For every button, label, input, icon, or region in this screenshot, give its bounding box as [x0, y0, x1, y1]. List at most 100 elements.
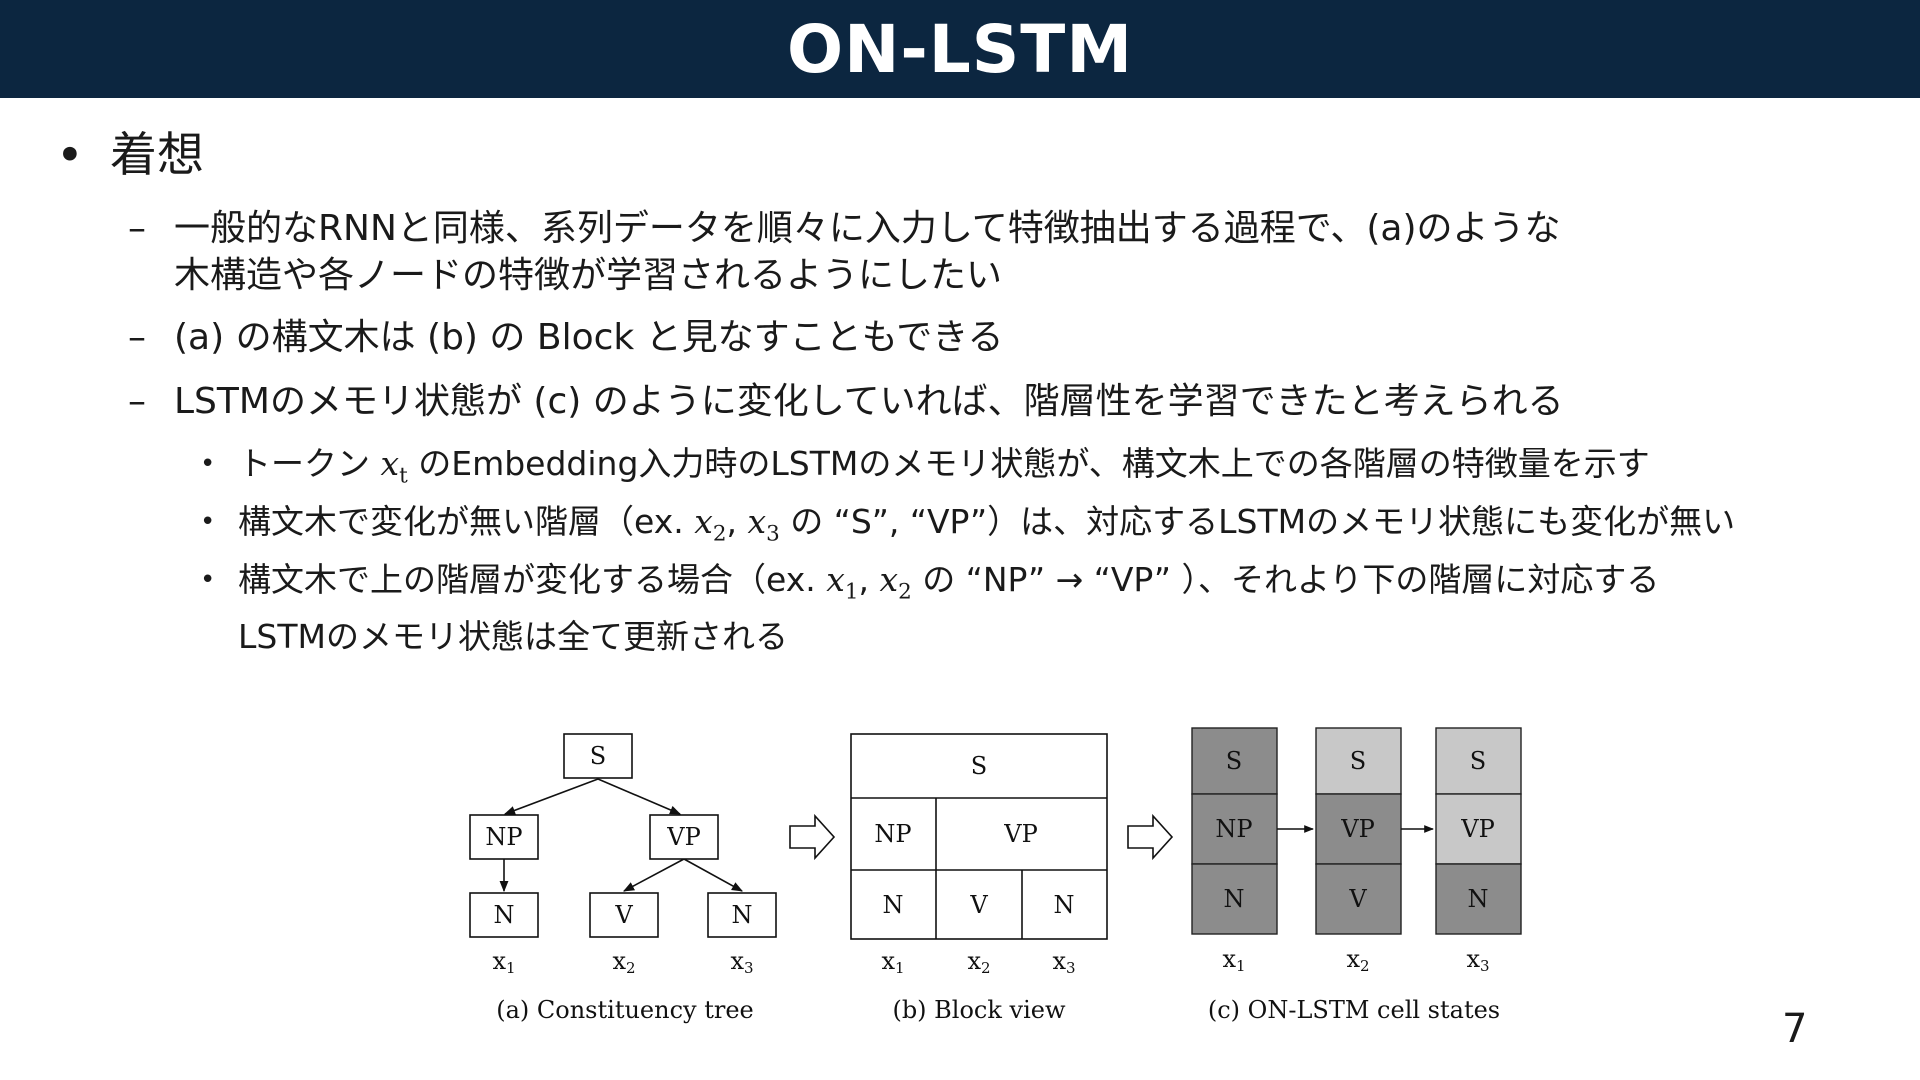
- x-subscript: 1: [506, 959, 516, 977]
- var-letter: x: [694, 502, 713, 541]
- hollow-arrow-icon: [1127, 813, 1174, 861]
- block-x1: x1: [881, 947, 904, 977]
- text-part: 構文木で変化が無い階層（ex.: [238, 502, 695, 541]
- block-labels: S NP VP N V N x1 x2 x3 (b) Block view: [874, 752, 1075, 1024]
- cell-1-n: [1191, 863, 1278, 935]
- sub-item-2-text: 構文木で変化が無い階層（ex. x2, x3 の “S”, “VP”）は、対応す…: [238, 500, 1735, 557]
- sub-bullet-marker: •: [200, 449, 216, 479]
- block-label-np: NP: [874, 820, 911, 848]
- dash-item-3-text: LSTMのメモリ状態が (c) のように変化していれば、階層性を学習できたと考え…: [174, 381, 1564, 422]
- text-part: ,: [858, 560, 880, 599]
- constituency-tree: [469, 733, 777, 938]
- dash-marker: –: [128, 381, 146, 422]
- edge-vp-v: [623, 858, 685, 892]
- sub-item-3-line2: LSTMのメモリ状態は全て更新される: [238, 616, 788, 656]
- bullet-heading: 着想: [110, 128, 204, 183]
- bullet-marker: •: [56, 128, 84, 183]
- text-part: ,: [726, 502, 748, 541]
- dash-item-1-line2: 木構造や各ノードの特徴が学習されるようにしたい: [174, 255, 1003, 296]
- caption-b: (b) Block view: [892, 996, 1066, 1024]
- tree-label-n2: N: [732, 901, 753, 929]
- sub-item-3: • 構文木で上の階層が変化する場合（ex. x1, x 2 の “NP” → “V…: [200, 558, 1910, 659]
- var-letter: x: [380, 444, 400, 483]
- x-letter: x: [1052, 947, 1066, 975]
- block-label-vp: VP: [1003, 820, 1037, 848]
- cell-label: S: [1470, 747, 1486, 775]
- text-part: の “S”, “VP”）は、対応するLSTMのメモリ状態にも変化が無い: [779, 502, 1736, 541]
- block-label-n2: N: [1054, 891, 1075, 919]
- cell-label: S: [1226, 747, 1242, 775]
- cell-states: [1191, 727, 1522, 935]
- text-part: トークン: [238, 444, 381, 483]
- cell-3-n: [1435, 863, 1522, 935]
- cell-label: NP: [1215, 815, 1252, 843]
- math-var: xt: [380, 444, 408, 489]
- dash-marker: –: [128, 208, 146, 249]
- x-letter: x: [1222, 945, 1236, 973]
- tree-node-np: [469, 814, 539, 860]
- sub-item-3-text: 構文木で上の階層が変化する場合（ex. x1, x 2 の “NP” → “VP”…: [238, 558, 1659, 659]
- cell-2-s: [1315, 727, 1402, 795]
- tree-label-n1: N: [494, 901, 515, 929]
- x-subscript: 2: [981, 959, 991, 977]
- tree-x3: x3: [730, 947, 753, 977]
- text-part: のEmbedding入力時のLSTMのメモリ状態が、構文木上での各階層の特徴量を…: [407, 444, 1650, 483]
- math-var: x1: [826, 560, 858, 605]
- tree-node-s: [563, 733, 633, 779]
- cell-label: N: [1224, 885, 1245, 913]
- var-subscript: 3: [766, 521, 780, 547]
- cell-labels: S NP N S VP V S VP N x1 x2 x3 (c) ON-LST…: [1208, 747, 1500, 1024]
- cell-3-s: [1435, 727, 1522, 795]
- block-label-s: S: [971, 752, 987, 780]
- sub-item-1: • トークン xt のEmbedding入力時のLSTMのメモリ状態が、構文木上…: [200, 442, 1910, 499]
- x-subscript: 2: [1360, 957, 1370, 975]
- cell-1-s: [1191, 727, 1278, 795]
- text-part: の “NP” → “VP” ）、それより下の階層に対応する: [911, 560, 1660, 599]
- var-subscript: t: [399, 463, 408, 489]
- var-letter: x: [826, 560, 845, 599]
- var-letter: x: [747, 502, 767, 541]
- tree-node-v: [589, 892, 659, 938]
- caption-a: (a) Constituency tree: [496, 996, 753, 1024]
- tree-labels: S NP VP N V N x1 x2 x3 (a) Constituency …: [485, 742, 753, 1024]
- x-subscript: 2: [626, 959, 636, 977]
- tree-x2: x2: [612, 947, 635, 977]
- x-letter: x: [1346, 945, 1360, 973]
- cell-label: S: [1350, 747, 1366, 775]
- x-subscript: 1: [895, 959, 905, 977]
- edge-s-vp: [597, 778, 682, 815]
- block-frame: [850, 733, 1108, 940]
- cell-x3: x3: [1466, 945, 1489, 975]
- cell-label: VP: [1340, 815, 1374, 843]
- var-subscript: 2: [898, 579, 912, 605]
- edge-s-np: [503, 778, 599, 815]
- text-part: 構文木で上の階層が変化する場合（ex.: [238, 560, 827, 599]
- dash-marker: –: [128, 317, 146, 358]
- math-var: x3: [747, 502, 779, 547]
- dash-item-2: – (a) の構文木は (b) の Block と見なすこともできる: [128, 314, 1888, 361]
- cell-label: N: [1468, 885, 1489, 913]
- tree-label-vp: VP: [666, 823, 700, 851]
- tree-node-vp: [649, 814, 719, 860]
- block-x2: x2: [967, 947, 990, 977]
- caption-c: (c) ON-LSTM cell states: [1208, 996, 1500, 1024]
- hollow-arrow-icon: [789, 813, 836, 861]
- x-letter: x: [730, 947, 744, 975]
- tree-x1: x1: [492, 947, 515, 977]
- sub-bullet-marker: •: [200, 565, 216, 595]
- block-x3: x3: [1052, 947, 1075, 977]
- x-letter: x: [1466, 945, 1480, 973]
- sub-bullet-marker: •: [200, 507, 216, 537]
- block-label-n1: N: [883, 891, 904, 919]
- tree-label-np: NP: [485, 823, 522, 851]
- edge-vp-n: [683, 858, 743, 892]
- title-bar: ON-LSTM: [0, 0, 1920, 98]
- x-letter: x: [881, 947, 895, 975]
- x-subscript: 3: [1066, 959, 1076, 977]
- x-subscript: 1: [1236, 957, 1246, 975]
- dash-item-3: – LSTMのメモリ状態が (c) のように変化していれば、階層性を学習できたと…: [128, 378, 1888, 425]
- tree-label-v: V: [614, 901, 633, 929]
- page-number: 7: [1782, 1006, 1808, 1052]
- dash-item-1-line1: 一般的なRNNと同様、系列データを順々に入力して特徴抽出する過程で、(a)のよう…: [174, 208, 1561, 249]
